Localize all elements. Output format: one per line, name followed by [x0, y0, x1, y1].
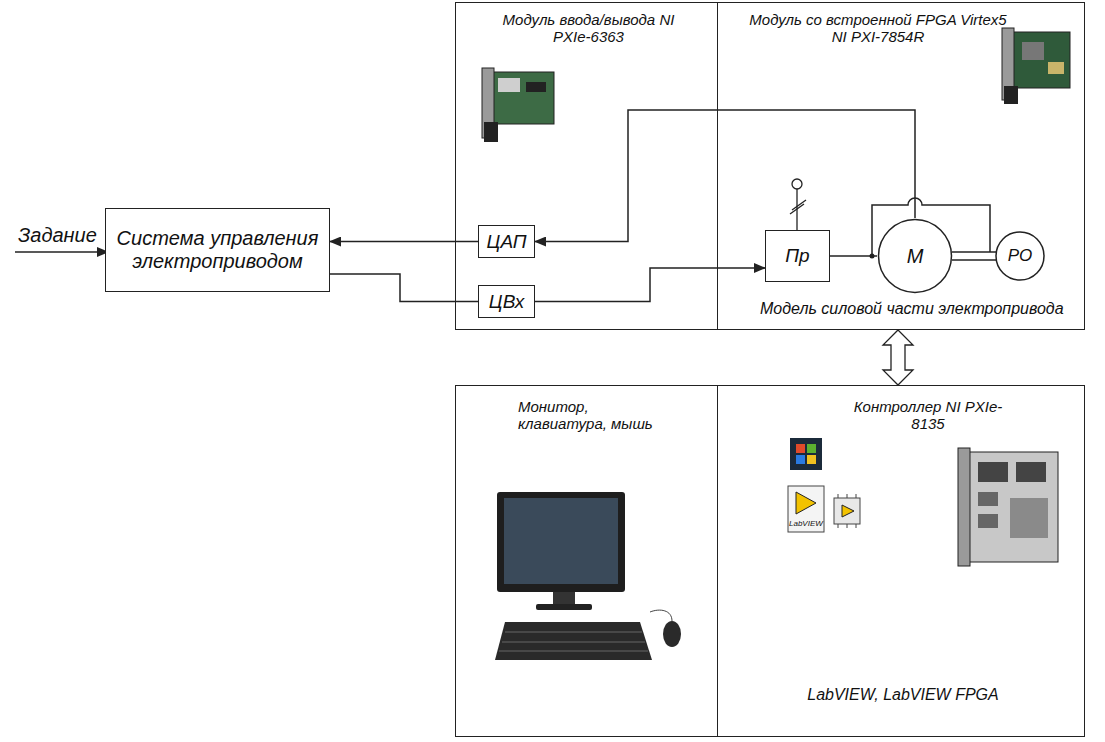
text-holder: Контроллер NI PXIe-8135 — [838, 398, 1018, 433]
card-picture — [1002, 28, 1070, 104]
card-picture — [482, 68, 554, 142]
icon-label: LabVIEW — [789, 519, 823, 528]
node-label: ЦАП — [487, 231, 527, 253]
load-circle: РО — [995, 231, 1045, 281]
control-box: Система управления электроприводом — [105, 208, 330, 292]
converter-box: Пр — [765, 230, 830, 282]
panel-heading: Модуль со встроенной FPGA Virtex5 NI PXI… — [748, 11, 1008, 46]
text-holder: Модуль ввода/вывода NI PXIe-6363 — [496, 11, 681, 46]
motor-circle: М — [877, 218, 953, 294]
text-holder: LabVIEW, LabVIEW FPGA — [748, 686, 1058, 704]
controller-panel: Контроллер NI PXIe-8135LabVIEW, LabVIEW … — [717, 385, 1085, 737]
signal-connector — [830, 255, 877, 257]
chip-icon — [834, 494, 860, 528]
shaft-connector — [952, 252, 996, 260]
node-label: ЦВх — [489, 291, 524, 313]
input-box: ЦВх — [478, 285, 535, 318]
windows-icon — [790, 438, 822, 470]
module-panel: Модуль ввода/вывода NI PXIe-6363ЦАП ЦВх — [455, 2, 718, 330]
node-label: М — [907, 245, 924, 268]
input-label: Задание — [18, 224, 97, 247]
signal-connector — [535, 268, 765, 302]
module-panel: Модуль со встроенной FPGA Virtex5 NI PXI… — [717, 2, 1085, 330]
peripheral-panel: Монитор, клавиатура, мышь — [455, 385, 718, 737]
bus-arrow — [883, 330, 913, 385]
shaft-line — [952, 251, 996, 253]
computer-picture — [495, 492, 681, 660]
panel-heading: LabVIEW, LabVIEW FPGA — [748, 686, 1058, 704]
dac-box: ЦАП — [478, 225, 535, 258]
text-holder: Модуль со встроенной FPGA Virtex5 NI PXI… — [748, 11, 1008, 46]
panel-heading: Монитор, клавиатура, мышь — [518, 398, 658, 433]
node-label: Пр — [785, 245, 809, 267]
shaft-line — [952, 259, 996, 261]
node-label: Система управления электроприводом — [106, 227, 329, 273]
model-label: Модель силовой части электропривода — [760, 300, 1064, 318]
panel-heading: Контроллер NI PXIe-8135 — [838, 398, 1018, 433]
input-arrow — [15, 247, 109, 257]
text-holder: Монитор, клавиатура, мышь — [518, 398, 658, 433]
signal-connector — [535, 110, 915, 242]
node-label: РО — [1008, 246, 1033, 266]
supply-symbol — [790, 179, 806, 230]
panel-heading: Модуль ввода/вывода NI PXIe-6363 — [496, 11, 681, 46]
labview-icon — [788, 486, 824, 532]
controller-picture — [958, 448, 1058, 566]
